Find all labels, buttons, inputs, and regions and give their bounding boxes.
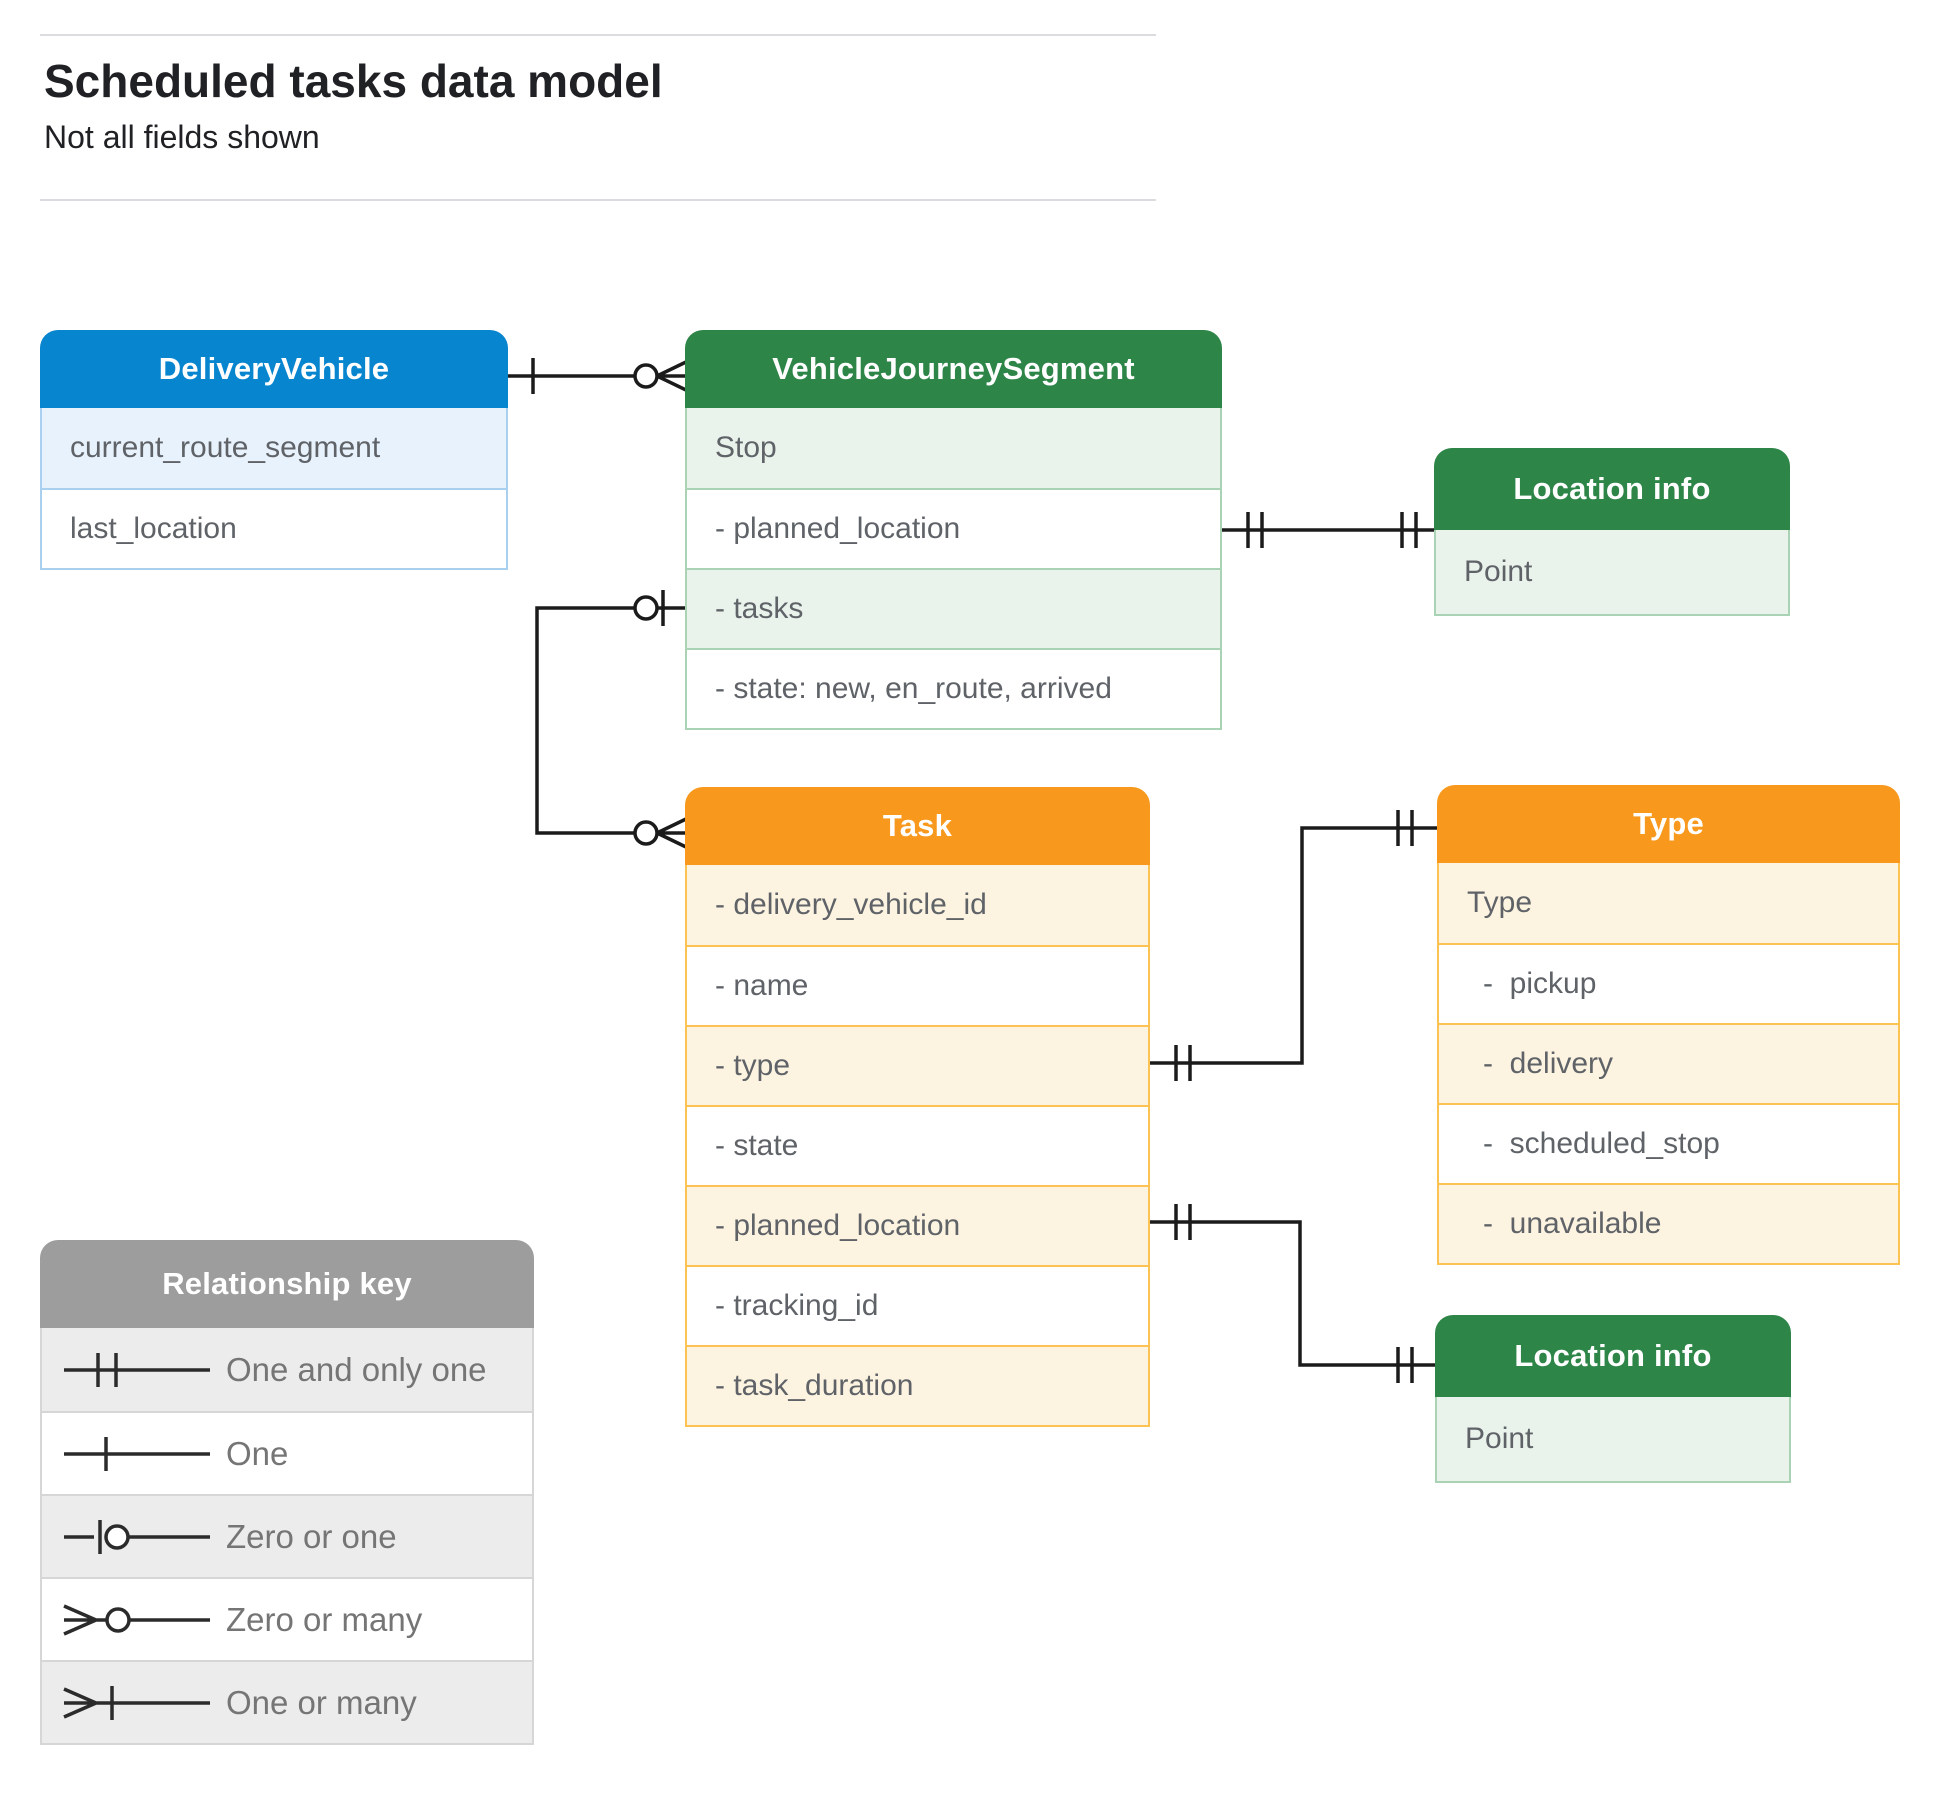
table-task-header: Task <box>685 787 1150 865</box>
field-current-route-segment: current_route_segment <box>42 408 506 488</box>
field-point-top: Point <box>1436 530 1788 614</box>
field-task-duration: - task_duration <box>687 1345 1148 1425</box>
table-type-header: Type <box>1437 785 1900 863</box>
table-deliveryvehicle-header: DeliveryVehicle <box>40 330 508 408</box>
legend-label: Zero or many <box>226 1600 423 1638</box>
legend-item-one-and-only-one: One and only one <box>42 1328 532 1411</box>
field-task-state: - state <box>687 1105 1148 1185</box>
page-title: Scheduled tasks data model <box>44 55 663 107</box>
legend-item-one: One <box>42 1411 532 1494</box>
table-vehiclejourneysegment: VehicleJourneySegment Stop - planned_loc… <box>685 330 1222 730</box>
one-or-many-icon <box>63 1685 210 1720</box>
field-type-title: Type <box>1439 863 1898 943</box>
table-locationinfo-bottom: Location info Point <box>1435 1315 1791 1483</box>
field-state: - state: new, en_route, arrived <box>687 648 1220 728</box>
field-point-bottom: Point <box>1437 1397 1789 1481</box>
table-task: Task - delivery_vehicle_id - name - type… <box>685 787 1150 1427</box>
field-delivery-vehicle-id: - delivery_vehicle_id <box>687 865 1148 945</box>
legend-item-zero-or-one: Zero or one <box>42 1494 532 1577</box>
one-icon <box>64 1436 210 1471</box>
field-stop: Stop <box>687 408 1220 488</box>
legend-item-one-or-many: One or many <box>42 1660 532 1743</box>
top-divider <box>40 34 1156 36</box>
field-name: - name <box>687 945 1148 1025</box>
legend-label: One and only one <box>226 1350 487 1388</box>
field-tasks: - tasks <box>687 568 1220 648</box>
field-task-planned-location: - planned_location <box>687 1185 1148 1265</box>
field-planned-location: - planned_location <box>687 488 1220 568</box>
field-type: - type <box>687 1025 1148 1105</box>
field-unavailable: - unavailable <box>1439 1183 1898 1263</box>
connector-plannedlocation-to-locationinfo-top <box>1222 512 1434 548</box>
zero-or-one-icon <box>64 1519 210 1554</box>
relationship-key-header: Relationship key <box>40 1240 534 1328</box>
connector-taskplannedlocation-to-locationinfo-bottom <box>1150 1204 1435 1383</box>
connector-deliveryvehicle-to-vehiclejourneysegment <box>508 358 687 394</box>
field-tracking-id: - tracking_id <box>687 1265 1148 1345</box>
field-last-location: last_location <box>42 488 506 568</box>
page-subtitle: Not all fields shown <box>44 119 320 155</box>
table-deliveryvehicle: DeliveryVehicle current_route_segment la… <box>40 330 508 570</box>
legend-label: One <box>226 1434 289 1472</box>
table-vehiclejourneysegment-header: VehicleJourneySegment <box>685 330 1222 408</box>
table-locationinfo-top-header: Location info <box>1434 448 1790 530</box>
legend-item-zero-or-many: Zero or many <box>42 1577 532 1660</box>
connector-tasks-to-task <box>535 590 687 849</box>
legend-label: One or many <box>226 1683 417 1721</box>
field-scheduled-stop: - scheduled_stop <box>1439 1103 1898 1183</box>
connector-tasktype-to-type <box>1150 810 1437 1081</box>
zero-or-many-icon <box>63 1603 210 1636</box>
relationship-key: Relationship key One and only one One Ze… <box>40 1240 534 1745</box>
table-locationinfo-top: Location info Point <box>1434 448 1790 616</box>
legend-label: Zero or one <box>226 1517 397 1555</box>
field-pickup: - pickup <box>1439 943 1898 1023</box>
one-and-only-one-icon <box>64 1352 210 1387</box>
table-type: Type Type - pickup - delivery - schedule… <box>1437 785 1900 1265</box>
field-delivery: - delivery <box>1439 1023 1898 1103</box>
subtitle-divider <box>40 199 1156 201</box>
table-locationinfo-bottom-header: Location info <box>1435 1315 1791 1397</box>
